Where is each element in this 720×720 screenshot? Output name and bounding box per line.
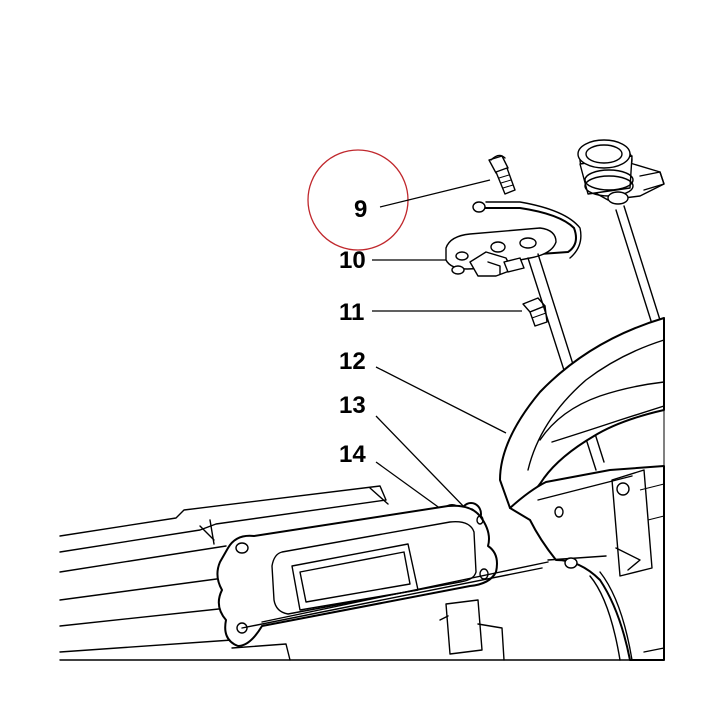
callout-14: 14 bbox=[339, 441, 366, 468]
callout-12: 12 bbox=[339, 348, 366, 375]
part-grommet bbox=[577, 139, 665, 205]
frame-rail bbox=[59, 485, 665, 661]
part-bolt bbox=[488, 154, 516, 195]
callout-10: 10 bbox=[339, 247, 366, 274]
callout-9: 9 bbox=[354, 196, 367, 223]
leader-14 bbox=[375, 461, 442, 510]
leader-12 bbox=[375, 366, 507, 434]
leader-13 bbox=[375, 415, 467, 510]
callout-11: 11 bbox=[339, 299, 364, 326]
part-bracket bbox=[445, 201, 582, 277]
leader-9 bbox=[379, 179, 491, 208]
part-arm bbox=[499, 317, 665, 661]
part-clip bbox=[522, 297, 548, 327]
callout-13: 13 bbox=[339, 392, 366, 419]
